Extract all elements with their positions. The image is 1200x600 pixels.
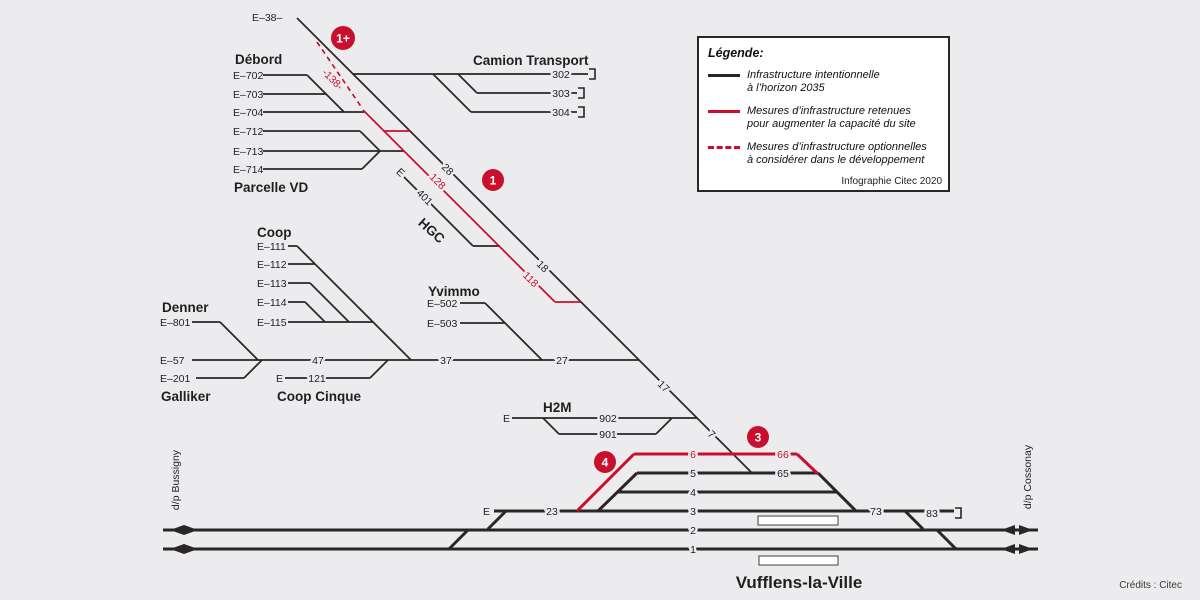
legend-item-intentional: Infrastructure intentionnelle à l’horizo… [708, 69, 940, 96]
label-e111: E–111 [257, 241, 286, 253]
title-debord: Débord [235, 52, 282, 67]
label-e502: E–502 [427, 298, 458, 310]
label-7: 7 [705, 428, 718, 441]
label-e112: E–112 [257, 259, 287, 271]
title-yvimmo: Yvimmo [428, 284, 480, 299]
label-138: -138- [319, 67, 345, 93]
label-track1: 1 [690, 544, 696, 556]
label-h2m-endmark: E [503, 413, 510, 425]
legend-item-2-line-1: Mesures d’infrastructure retenues [747, 104, 911, 117]
badge-1plus-label: 1+ [336, 32, 350, 46]
label-e801: E–801 [160, 317, 191, 329]
direction-arrow-icons [170, 525, 1033, 554]
label-303: 303 [552, 88, 570, 100]
label-track66: 66 [777, 449, 789, 461]
label-track4: 4 [690, 487, 696, 499]
label-28: 28 [439, 161, 456, 178]
platform-1 [757, 515, 839, 526]
label-track23-endmark: E [483, 506, 490, 518]
legend-credit: Infographie Citec 2020 [841, 176, 942, 187]
label-73: 73 [870, 506, 882, 518]
legend-title: Légende: [708, 46, 764, 60]
label-e704: E–704 [233, 107, 264, 119]
badge-1plus-circle [331, 26, 355, 50]
label-902: 902 [599, 413, 617, 425]
label-e114: E–114 [257, 297, 287, 309]
label-e113: E–113 [257, 278, 287, 290]
optional-measure-line-red-dashed [316, 41, 363, 109]
label-302: 302 [552, 69, 570, 81]
label-83: 83 [926, 508, 938, 520]
platforms [757, 515, 839, 566]
label-901: 901 [599, 429, 617, 441]
label-e38: E–38– [252, 12, 283, 24]
label-17: 17 [655, 378, 672, 395]
label-e714: E–714 [233, 164, 264, 176]
legend-item-retained: Mesures d’infrastructure retenues pour a… [708, 105, 940, 132]
title-coop-cinque: Coop Cinque [277, 389, 361, 404]
label-e121-endmark: E [276, 373, 283, 385]
platform-2 [758, 555, 839, 566]
label-track3: 3 [690, 506, 696, 518]
label-track65: 65 [777, 468, 789, 480]
label-track2: 2 [690, 525, 696, 537]
legend-item-3-line-2: à considérer dans le développement [747, 154, 925, 167]
solid-black-line-icon [708, 74, 740, 77]
station-tracks [163, 471, 1038, 551]
legend-item-1-line-2: à l’horizon 2035 [747, 82, 825, 95]
legend-item-3-line-1: Mesures d’infrastructure optionnelles [747, 140, 927, 153]
badge-1-circle [482, 169, 504, 191]
label-304: 304 [552, 107, 570, 119]
label-27: 27 [556, 355, 568, 367]
label-37: 37 [440, 355, 452, 367]
new-measure-lines-red [362, 109, 581, 303]
label-e201: E–201 [160, 373, 191, 385]
legend-item-optional: Mesures d’infrastructure optionnelles à … [708, 141, 940, 168]
buffer-stop-icons [578, 68, 962, 519]
title-parcelle-vd: Parcelle VD [234, 180, 309, 195]
label-e712: E–712 [233, 126, 264, 138]
title-galliker: Galliker [161, 389, 211, 404]
label-track5: 5 [690, 468, 696, 480]
legend: Légende: Infrastructure intentionnelle à… [697, 36, 950, 192]
title-hgc: HGC [415, 215, 448, 246]
title-coop: Coop [257, 225, 292, 240]
label-e702: E–702 [233, 70, 264, 82]
label-track6: 6 [690, 449, 696, 461]
badge-3-label: 3 [755, 431, 762, 445]
label-118: 118 [520, 270, 540, 290]
station-track6-red [575, 452, 820, 513]
solid-red-line-icon [708, 109, 740, 113]
yard-lines-black [192, 17, 754, 475]
label-e713: E–713 [233, 146, 264, 158]
badge-1-label: 1 [490, 174, 497, 188]
label-47: 47 [312, 355, 324, 367]
station-name: Vufflens-la-Ville [736, 573, 863, 592]
label-18: 18 [534, 258, 551, 275]
title-denner: Denner [162, 300, 209, 315]
label-23: 23 [546, 506, 558, 518]
label-e115: E–115 [257, 317, 287, 329]
badge-3-circle [747, 426, 769, 448]
legend-item-1-line-1: Infrastructure intentionnelle [747, 69, 880, 81]
measure-badges: 1+ 1 3 4 [331, 26, 769, 473]
page-credit: Crédits : Citec [1119, 580, 1182, 591]
title-camion-transport: Camion Transport [473, 53, 589, 68]
label-e703: E–703 [233, 89, 264, 101]
direction-right: d/p Cossonay [1022, 444, 1034, 509]
title-h2m: H2M [543, 400, 572, 415]
label-121: 121 [308, 373, 326, 385]
label-e503: E–503 [427, 318, 458, 330]
dashed-red-line-icon [708, 145, 740, 149]
badge-4-label: 4 [602, 456, 609, 470]
legend-item-2-line-2: pour augmenter la capacité du site [747, 118, 916, 131]
direction-left: d/p Bussigny [170, 449, 182, 510]
label-e57: E–57 [160, 355, 185, 367]
badge-4-circle [594, 451, 616, 473]
